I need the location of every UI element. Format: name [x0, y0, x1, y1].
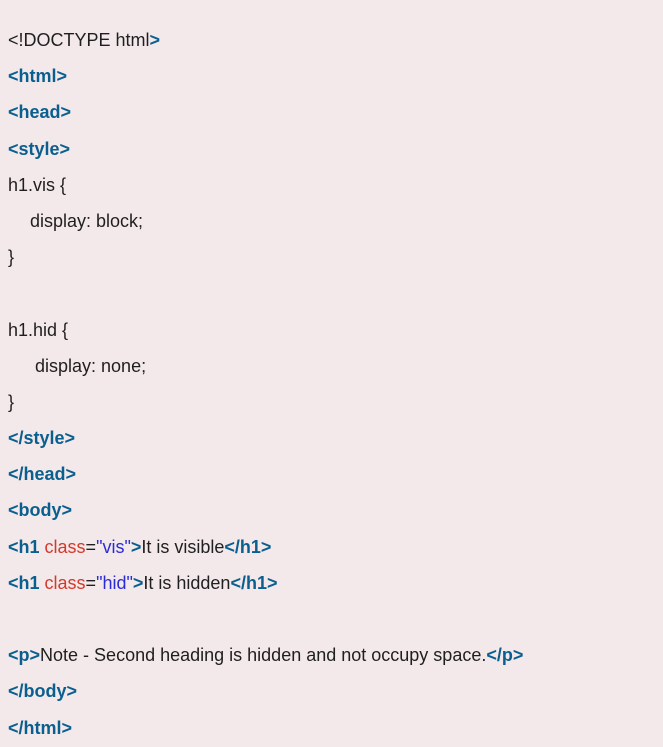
code-line-body-open: <body> — [8, 492, 663, 528]
h1b-attribute: class — [44, 572, 86, 593]
rule1-close-brace: } — [8, 247, 15, 268]
h1a-gt: > — [130, 536, 142, 557]
code-line-rule2-close: } — [8, 384, 663, 420]
h1a-text: It is visible — [141, 536, 225, 557]
p-open-tag: <p> — [8, 645, 41, 666]
code-line-style-open: <style> — [8, 131, 663, 167]
h1b-value: "hid" — [96, 572, 133, 593]
rule2-close-brace: } — [8, 391, 15, 412]
h1a-equals: = — [85, 536, 97, 557]
code-line-blank-2 — [8, 601, 663, 637]
html-close-tag: </html> — [8, 717, 73, 738]
code-line-body-close: </body> — [8, 673, 663, 709]
code-line-style-close: </style> — [8, 420, 663, 456]
h1b-close-tag: </h1> — [230, 572, 278, 593]
code-line-head-open: <head> — [8, 94, 663, 130]
h1b-text: It is hidden — [143, 572, 231, 593]
rule1-selector: h1.vis { — [8, 174, 67, 195]
h1a-open-tag: <h1 — [8, 536, 45, 557]
code-line-rule2-decl: display: none; — [8, 348, 663, 384]
code-line-h1-hidden: <h1 class="hid">It is hidden</h1> — [8, 565, 663, 601]
rule2-selector: h1.hid { — [8, 319, 69, 340]
code-line-paragraph: <p>Note - Second heading is hidden and n… — [8, 637, 663, 673]
code-line-html-close: </html> — [8, 710, 663, 746]
rule1-declaration: display: block; — [30, 210, 144, 231]
h1a-close-tag: </h1> — [224, 536, 272, 557]
code-line-rule1-decl: display: block; — [8, 203, 663, 239]
code-line-html-open: <html> — [8, 58, 663, 94]
style-open-tag: <style> — [8, 138, 71, 159]
head-close-tag: </head> — [8, 464, 77, 485]
code-line-rule1-close: } — [8, 239, 663, 275]
body-close-tag: </body> — [8, 681, 78, 702]
h1b-gt: > — [132, 572, 144, 593]
rule2-declaration: display: none; — [35, 355, 147, 376]
code-line-rule2-selector: h1.hid { — [8, 312, 663, 348]
code-line-rule1-selector: h1.vis { — [8, 167, 663, 203]
html-open-tag: <html> — [8, 66, 68, 87]
code-line-doctype: <!DOCTYPE html> — [8, 22, 663, 58]
h1a-value: "vis" — [96, 536, 131, 557]
h1a-attribute: class — [44, 536, 86, 557]
doctype-text: <!DOCTYPE html — [8, 30, 150, 50]
h1b-open-tag: <h1 — [8, 572, 45, 593]
p-text: Note - Second heading is hidden and not … — [40, 645, 487, 666]
code-line-h1-visible: <h1 class="vis">It is visible</h1> — [8, 529, 663, 565]
p-close-tag: </p> — [486, 645, 524, 666]
doctype-close: > — [149, 30, 161, 50]
body-open-tag: <body> — [8, 500, 73, 521]
code-line-blank-1 — [8, 275, 663, 311]
style-close-tag: </style> — [8, 428, 76, 449]
head-open-tag: <head> — [8, 102, 72, 123]
h1b-equals: = — [85, 572, 97, 593]
code-line-head-close: </head> — [8, 456, 663, 492]
